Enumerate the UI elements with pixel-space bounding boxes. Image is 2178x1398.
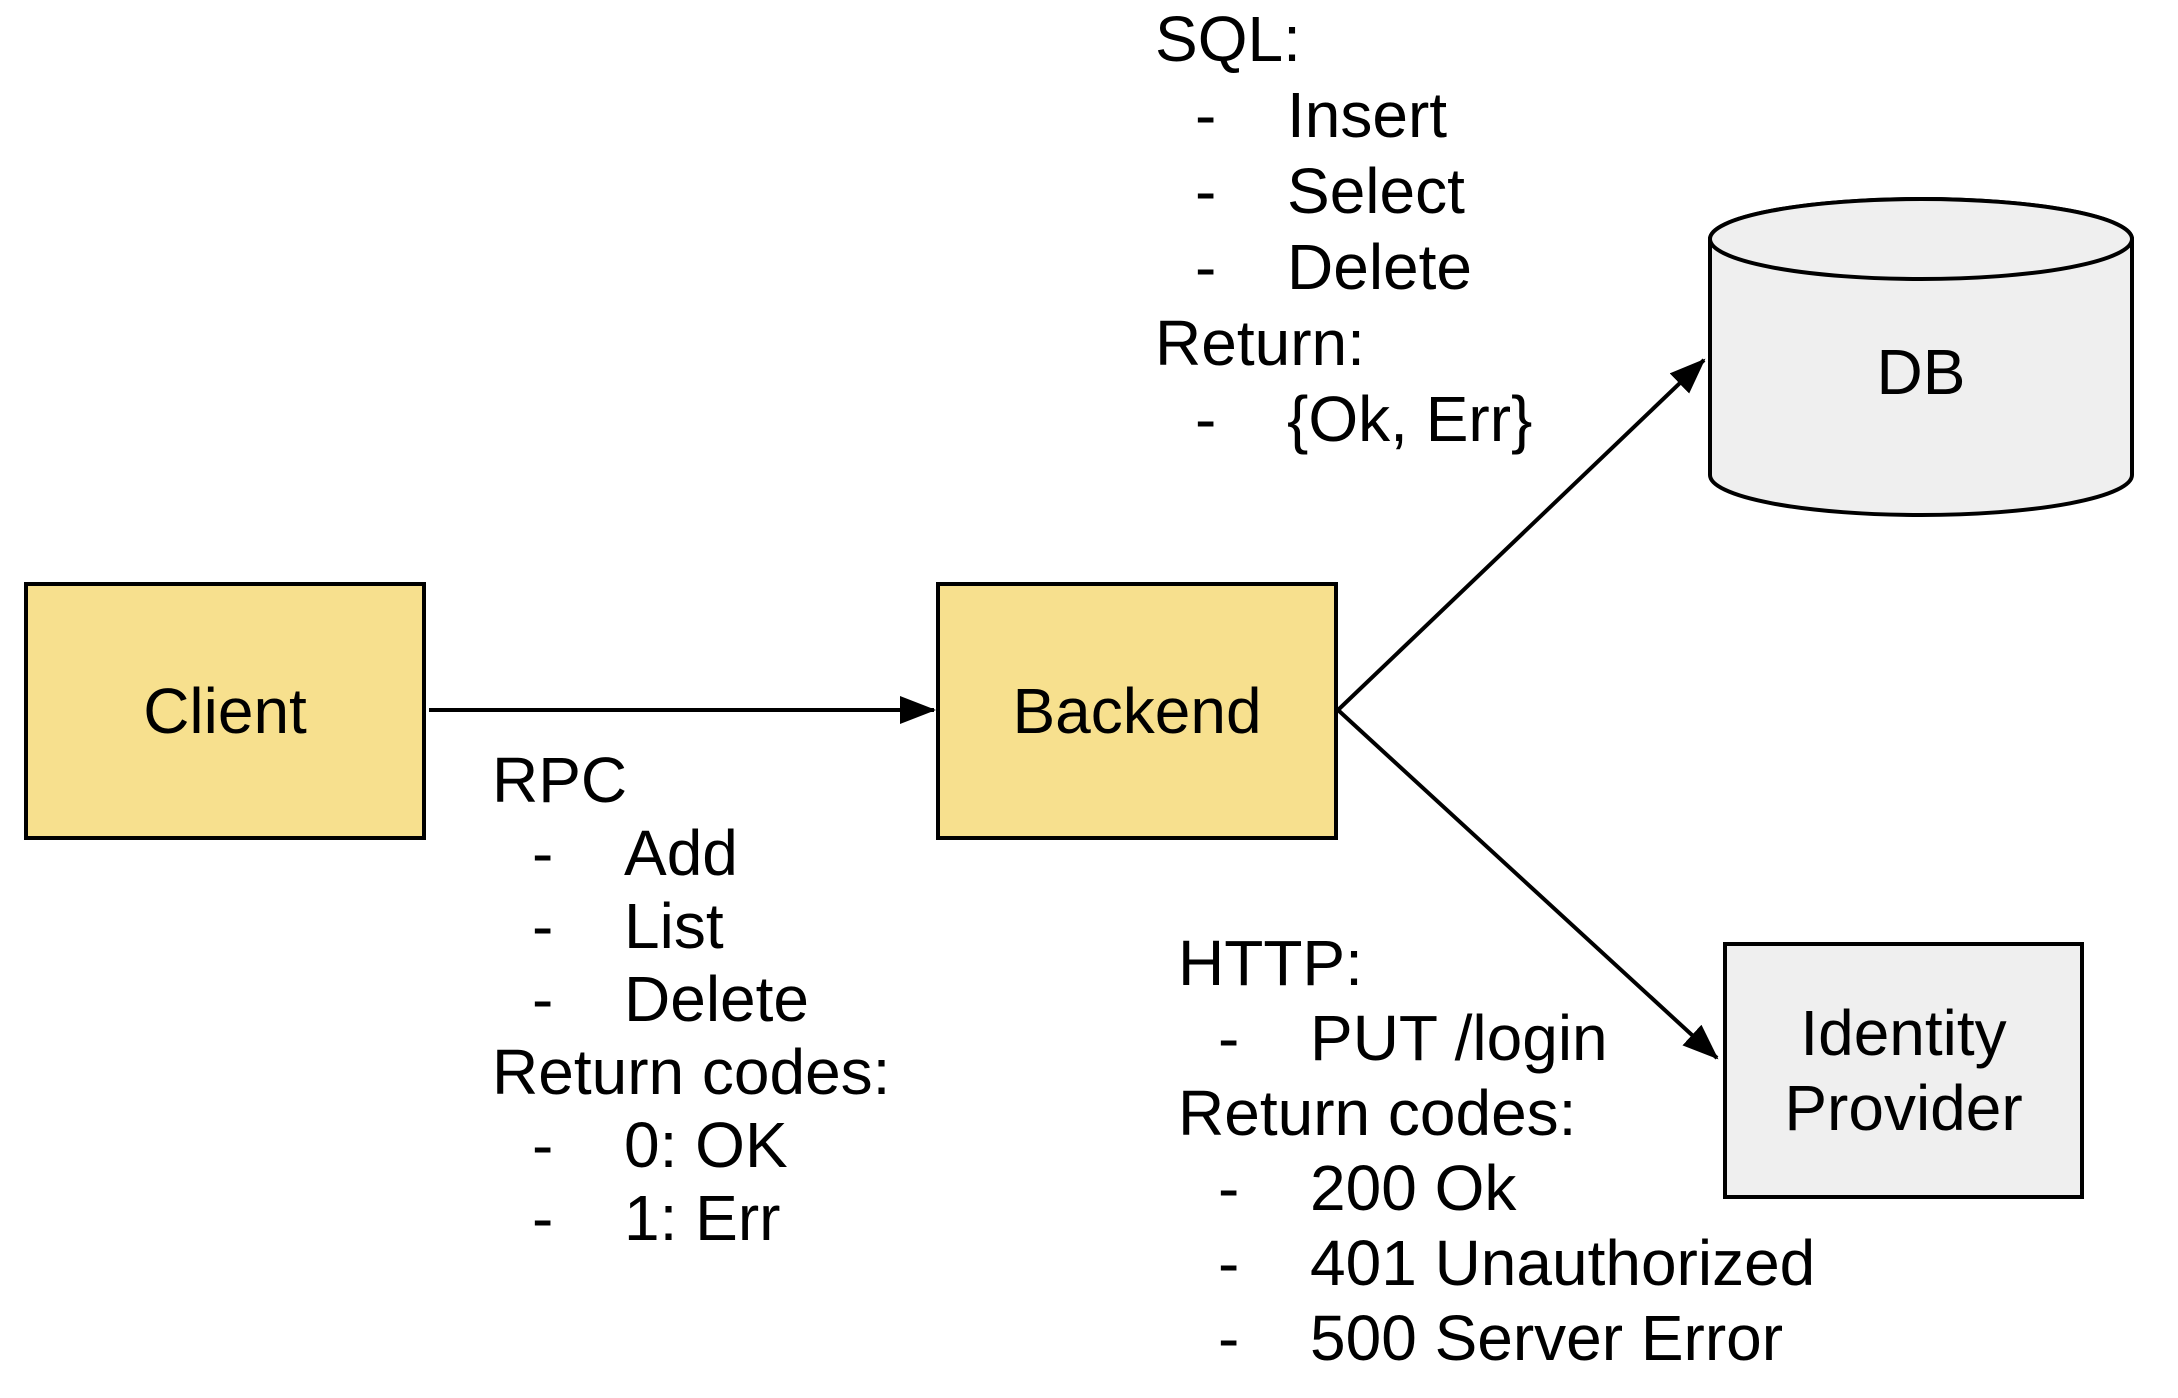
annotation-item: -List [492,890,890,963]
annotation-http: HTTP: -PUT /login Return codes: -200 Ok … [1178,926,1815,1376]
annotation-heading: HTTP: [1178,927,1363,999]
annotation-heading: SQL: [1155,3,1301,75]
node-client: Client [24,582,426,840]
bullet-dash: - [1218,1302,1240,1374]
annotation-item: -401 Unauthorized [1178,1226,1815,1301]
db-cylinder-icon [1708,197,2134,517]
node-db [1706,195,2136,519]
node-backend: Backend [936,582,1338,840]
annotation-item: -Insert [1155,77,1532,153]
bullet-dash: - [1218,1227,1240,1299]
annotation-item: -Select [1155,153,1532,229]
annotation-heading: RPC [492,744,628,816]
db-cylinder-top [1708,197,2134,281]
node-client-label: Client [143,675,307,747]
edge-backend-db [1336,358,1706,712]
node-db-label: DB [1876,336,1966,408]
annotation-item: -{Ok, Err} [1155,381,1532,457]
node-identity-provider: Identity Provider [1723,942,2084,1199]
bullet-dash: - [532,1182,554,1254]
annotation-item: -0: OK [492,1109,890,1182]
bullet-dash: - [1218,1002,1240,1074]
annotation-rpc: RPC -Add -List -Delete Return codes: -0:… [492,744,890,1255]
bullet-dash: - [532,963,554,1035]
annotation-sql: SQL: -Insert -Select -Delete Return: -{O… [1155,1,1532,457]
node-identity-provider-label-line1: Identity [1800,996,2007,1069]
edge-backend-identity-provider [1336,708,1719,1060]
annotation-item: -Delete [1155,229,1532,305]
annotation-heading: Return codes: [1178,1077,1577,1149]
node-identity-provider-label-line2: Provider [1784,1071,2023,1144]
bullet-dash: - [532,817,554,889]
annotation-item: -PUT /login [1178,1001,1815,1076]
bullet-dash: - [532,1109,554,1181]
bullet-dash: - [1195,79,1217,151]
annotation-heading: Return: [1155,307,1365,379]
annotation-item: -200 Ok [1178,1151,1815,1226]
bullet-dash: - [532,890,554,962]
bullet-dash: - [1195,155,1217,227]
annotation-heading: Return codes: [492,1036,891,1108]
annotation-item: -500 Server Error [1178,1301,1815,1376]
bullet-dash: - [1218,1152,1240,1224]
annotation-item: -Delete [492,963,890,1036]
annotation-item: -1: Err [492,1182,890,1255]
node-backend-label: Backend [1012,675,1262,747]
bullet-dash: - [1195,383,1217,455]
bullet-dash: - [1195,231,1217,303]
annotation-item: -Add [492,817,890,890]
